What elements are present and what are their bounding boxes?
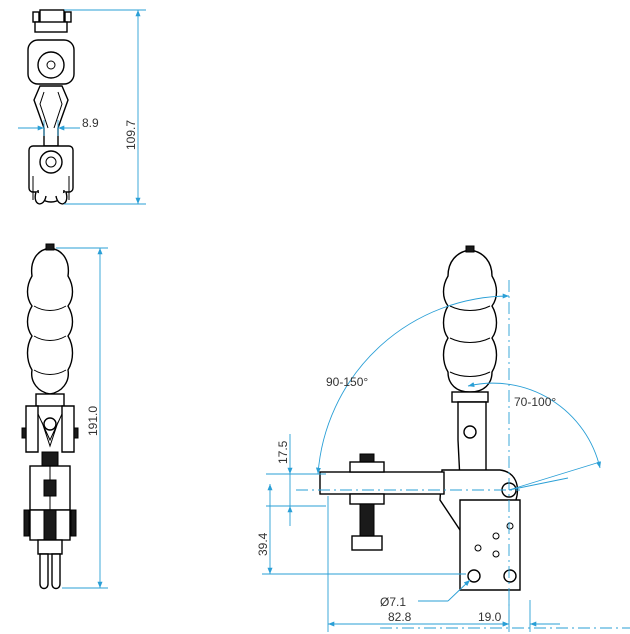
front-view-dimensions — [56, 247, 108, 589]
side-view-dimensions — [262, 280, 630, 632]
dim-overall-height: 191.0 — [86, 406, 100, 436]
top-view — [27, 9, 75, 205]
dim-pivot-spacing-top: 8.9 — [82, 116, 99, 130]
dim-bar-offset: 17.5 — [276, 440, 290, 464]
dim-handle-swing: 90-150° — [326, 375, 368, 389]
dim-base-height: 39.4 — [256, 532, 270, 556]
dim-base-width: 19.0 — [478, 610, 502, 624]
top-view-dimensions — [18, 9, 146, 205]
side-view — [319, 245, 521, 591]
dim-arm-swing: 70-100° — [514, 395, 556, 409]
front-view — [21, 243, 79, 590]
dim-height-top-view: 109.7 — [124, 120, 138, 150]
dim-hole-diameter: Ø7.1 — [380, 595, 406, 609]
dim-arm-length: 82.8 — [388, 610, 412, 624]
